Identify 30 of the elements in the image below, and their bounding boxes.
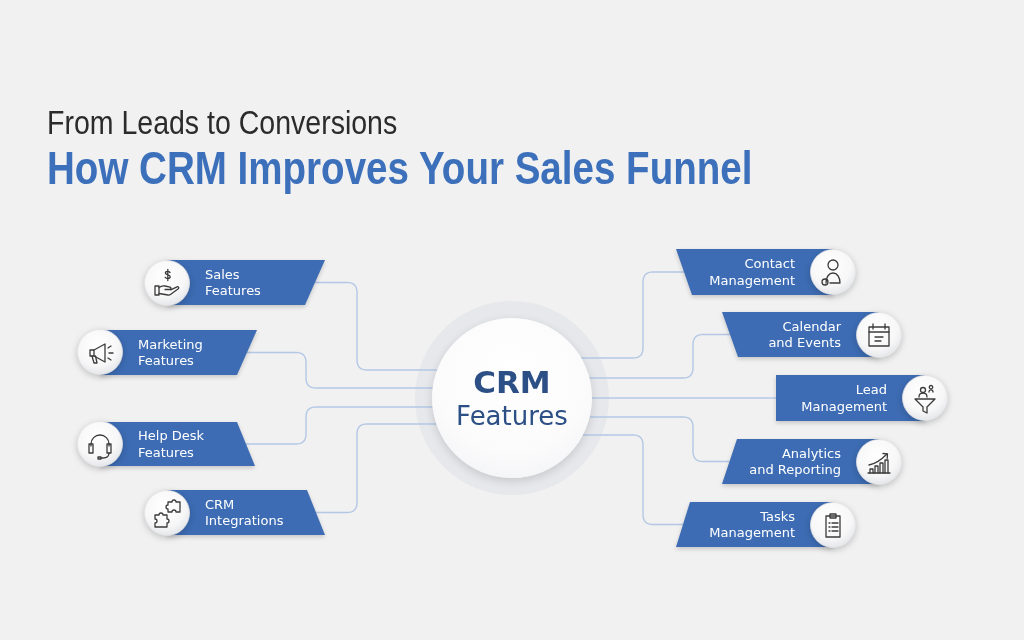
feature-banner bbox=[77, 329, 257, 375]
connector-line bbox=[588, 333, 731, 379]
connector-line bbox=[580, 271, 685, 359]
connector-line bbox=[591, 397, 777, 399]
banner-label: Analytics and Reporting bbox=[749, 445, 841, 478]
connector-line bbox=[589, 416, 731, 463]
banner-label: Lead Management bbox=[801, 381, 887, 415]
banner-label: Calendar and Events bbox=[768, 318, 841, 351]
feature-banner bbox=[676, 249, 856, 295]
feature-banner bbox=[77, 421, 255, 467]
feature-banner bbox=[144, 490, 325, 536]
banner-label: Tasks Management bbox=[709, 508, 795, 541]
banner-label: Marketing Features bbox=[138, 336, 203, 369]
feature-banner bbox=[144, 260, 325, 306]
connector-line bbox=[246, 351, 434, 389]
hub-title: CRM bbox=[473, 364, 551, 400]
connector-line bbox=[315, 423, 438, 514]
connector-line bbox=[314, 281, 438, 371]
feature-banner bbox=[722, 439, 902, 485]
subtitle: From Leads to Conversions bbox=[47, 106, 398, 139]
connector-line bbox=[582, 434, 684, 526]
feature-banner bbox=[776, 375, 948, 421]
hub-subtitle: Features bbox=[456, 400, 568, 432]
connector-line bbox=[245, 406, 434, 445]
feature-banner bbox=[722, 312, 902, 358]
banner-label: Help Desk Features bbox=[138, 427, 205, 461]
banner-label: Sales Features bbox=[205, 266, 261, 299]
banner-label: Contact Management bbox=[709, 255, 795, 289]
banner-label: CRM Integrations bbox=[205, 496, 284, 529]
feature-banner bbox=[676, 502, 856, 548]
